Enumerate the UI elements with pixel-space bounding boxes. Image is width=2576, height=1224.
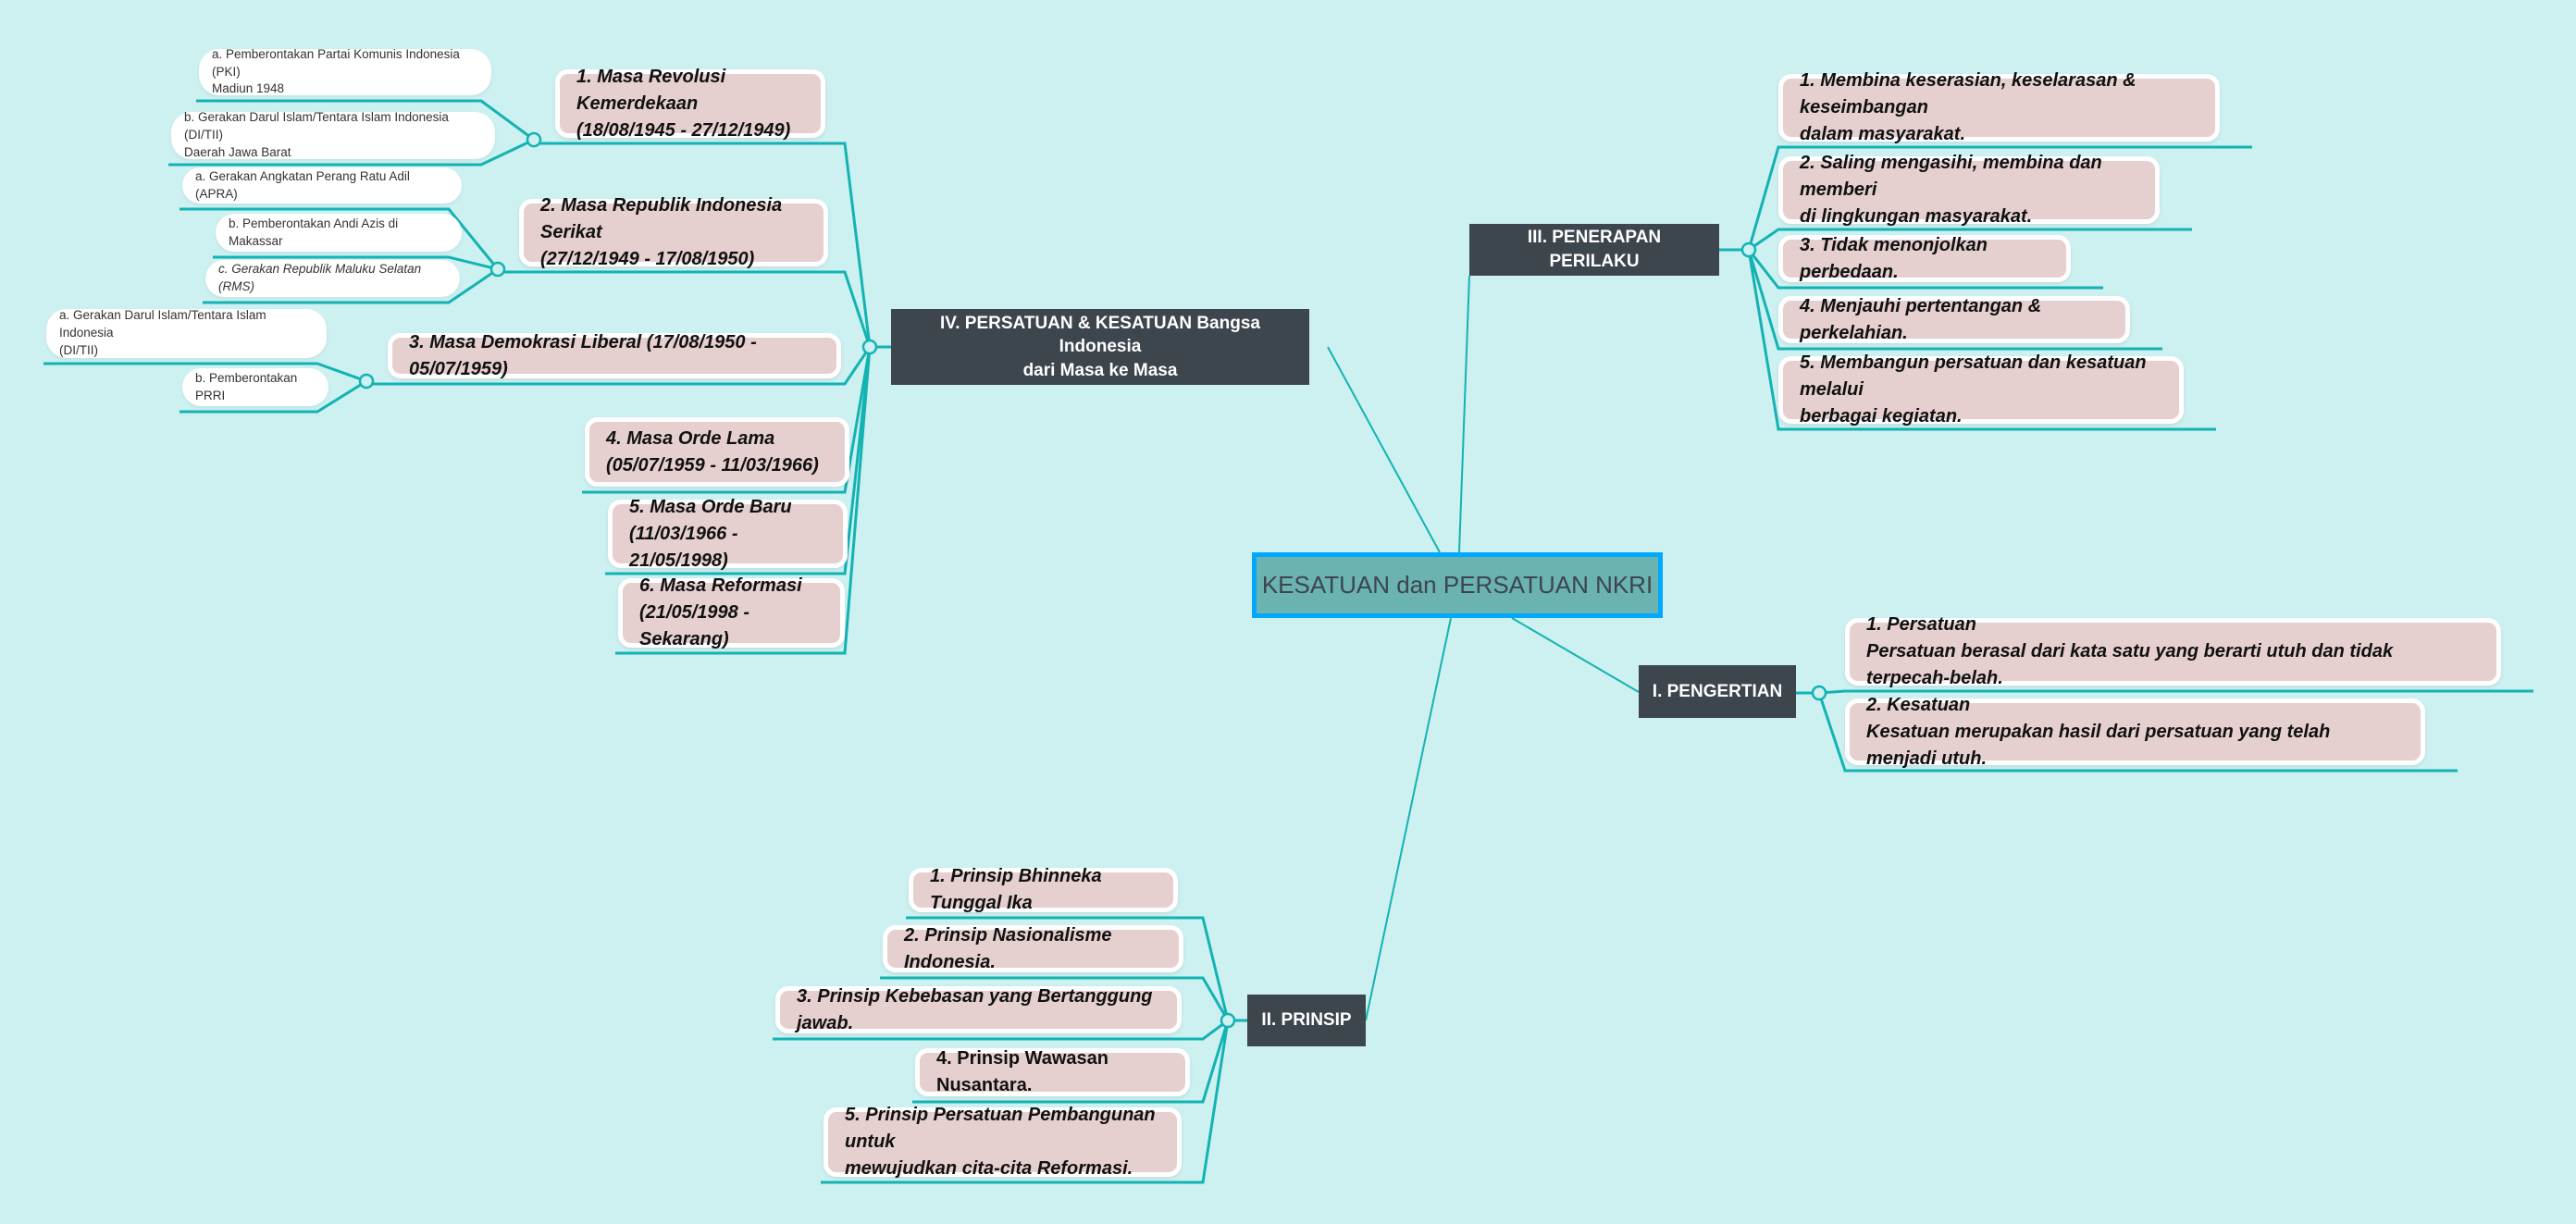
collapse-toggle-icon[interactable]: [1220, 1012, 1236, 1029]
branch-iii-penerapan-perilaku[interactable]: III. PENERAPAN PERILAKU: [1469, 224, 1719, 276]
subtopic-apra[interactable]: a. Gerakan Angkatan Perang Ratu Adil (AP…: [182, 167, 462, 204]
collapse-toggle-icon[interactable]: [526, 131, 542, 148]
topic-perilaku-1[interactable]: 1. Membina keserasian, keselarasan & kes…: [1778, 70, 2220, 144]
subtopic-rms[interactable]: c. Gerakan Republik Maluku Selatan (RMS): [205, 260, 460, 297]
topic-masa-ris[interactable]: 2. Masa Republik Indonesia Serikat (27/1…: [519, 195, 828, 269]
topic-prinsip-2[interactable]: 2. Prinsip Nasionalisme Indonesia.: [883, 925, 1183, 972]
connector-line: [1327, 346, 1441, 553]
branch-i-pengertian[interactable]: I. PENGERTIAN: [1639, 665, 1796, 718]
collapse-toggle-icon[interactable]: [1740, 241, 1757, 258]
topic-perilaku-3[interactable]: 3. Tidak menonjolkan perbedaan.: [1778, 235, 2071, 282]
subtopic-di-tii[interactable]: a. Gerakan Darul Islam/Tentara Islam Ind…: [46, 308, 327, 358]
collapse-toggle-icon[interactable]: [861, 339, 878, 355]
topic-prinsip-5[interactable]: 5. Prinsip Persatuan Pembangunan untuk m…: [824, 1105, 1182, 1179]
branch-iv-persatuan-kesatuan[interactable]: IV. PERSATUAN & KESATUAN Bangsa Indonesi…: [891, 309, 1309, 385]
central-topic[interactable]: KESATUAN dan PERSATUAN NKRI: [1252, 552, 1663, 618]
topic-prinsip-1[interactable]: 1. Prinsip Bhinneka Tunggal Ika: [909, 866, 1178, 913]
subtopic-pki-madiun[interactable]: a. Pemberontakan Partai Komunis Indonesi…: [199, 47, 491, 95]
connector-line: [1458, 275, 1470, 553]
topic-persatuan[interactable]: 1. Persatuan Persatuan berasal dari kata…: [1845, 614, 2501, 688]
topic-prinsip-3[interactable]: 3. Prinsip Kebebasan yang Bertanggung ja…: [775, 986, 1182, 1033]
collapse-toggle-icon[interactable]: [358, 373, 375, 389]
topic-prinsip-4[interactable]: 4. Prinsip Wawasan Nusantara.: [915, 1048, 1190, 1096]
collapse-toggle-icon[interactable]: [1811, 685, 1827, 701]
topic-perilaku-4[interactable]: 4. Menjauhi pertentangan & perkelahian.: [1778, 296, 2130, 343]
subtopic-prri[interactable]: b. Pemberontakan PRRI: [182, 368, 328, 406]
subtopic-di-tii-jawa-barat[interactable]: b. Gerakan Darul Islam/Tentara Islam Ind…: [171, 110, 495, 159]
connector-line: [1365, 617, 1452, 1021]
topic-perilaku-5[interactable]: 5. Membangun persatuan dan kesatuan mela…: [1778, 352, 2184, 427]
subtopic-andi-azis[interactable]: b. Pemberontakan Andi Azis di Makassar: [216, 214, 462, 252]
topic-masa-demokrasi-liberal[interactable]: 3. Masa Demokrasi Liberal (17/08/1950 - …: [388, 332, 841, 379]
topic-kesatuan[interactable]: 2. Kesatuan Kesatuan merupakan hasil dar…: [1845, 695, 2425, 769]
branch-ii-prinsip[interactable]: II. PRINSIP: [1247, 995, 1366, 1046]
topic-perilaku-2[interactable]: 2. Saling mengasihi, membina dan memberi…: [1778, 153, 2160, 227]
topic-masa-reformasi[interactable]: 6. Masa Reformasi (21/05/1998 - Sekarang…: [618, 575, 845, 649]
connector-line: [1511, 617, 1640, 693]
topic-masa-orde-lama[interactable]: 4. Masa Orde Lama (05/07/1959 - 11/03/19…: [585, 417, 849, 487]
topic-masa-orde-baru[interactable]: 5. Masa Orde Baru (11/03/1966 - 21/05/19…: [608, 497, 848, 571]
topic-masa-revolusi[interactable]: 1. Masa Revolusi Kemerdekaan (18/08/1945…: [555, 67, 825, 141]
collapse-toggle-icon[interactable]: [489, 261, 506, 278]
